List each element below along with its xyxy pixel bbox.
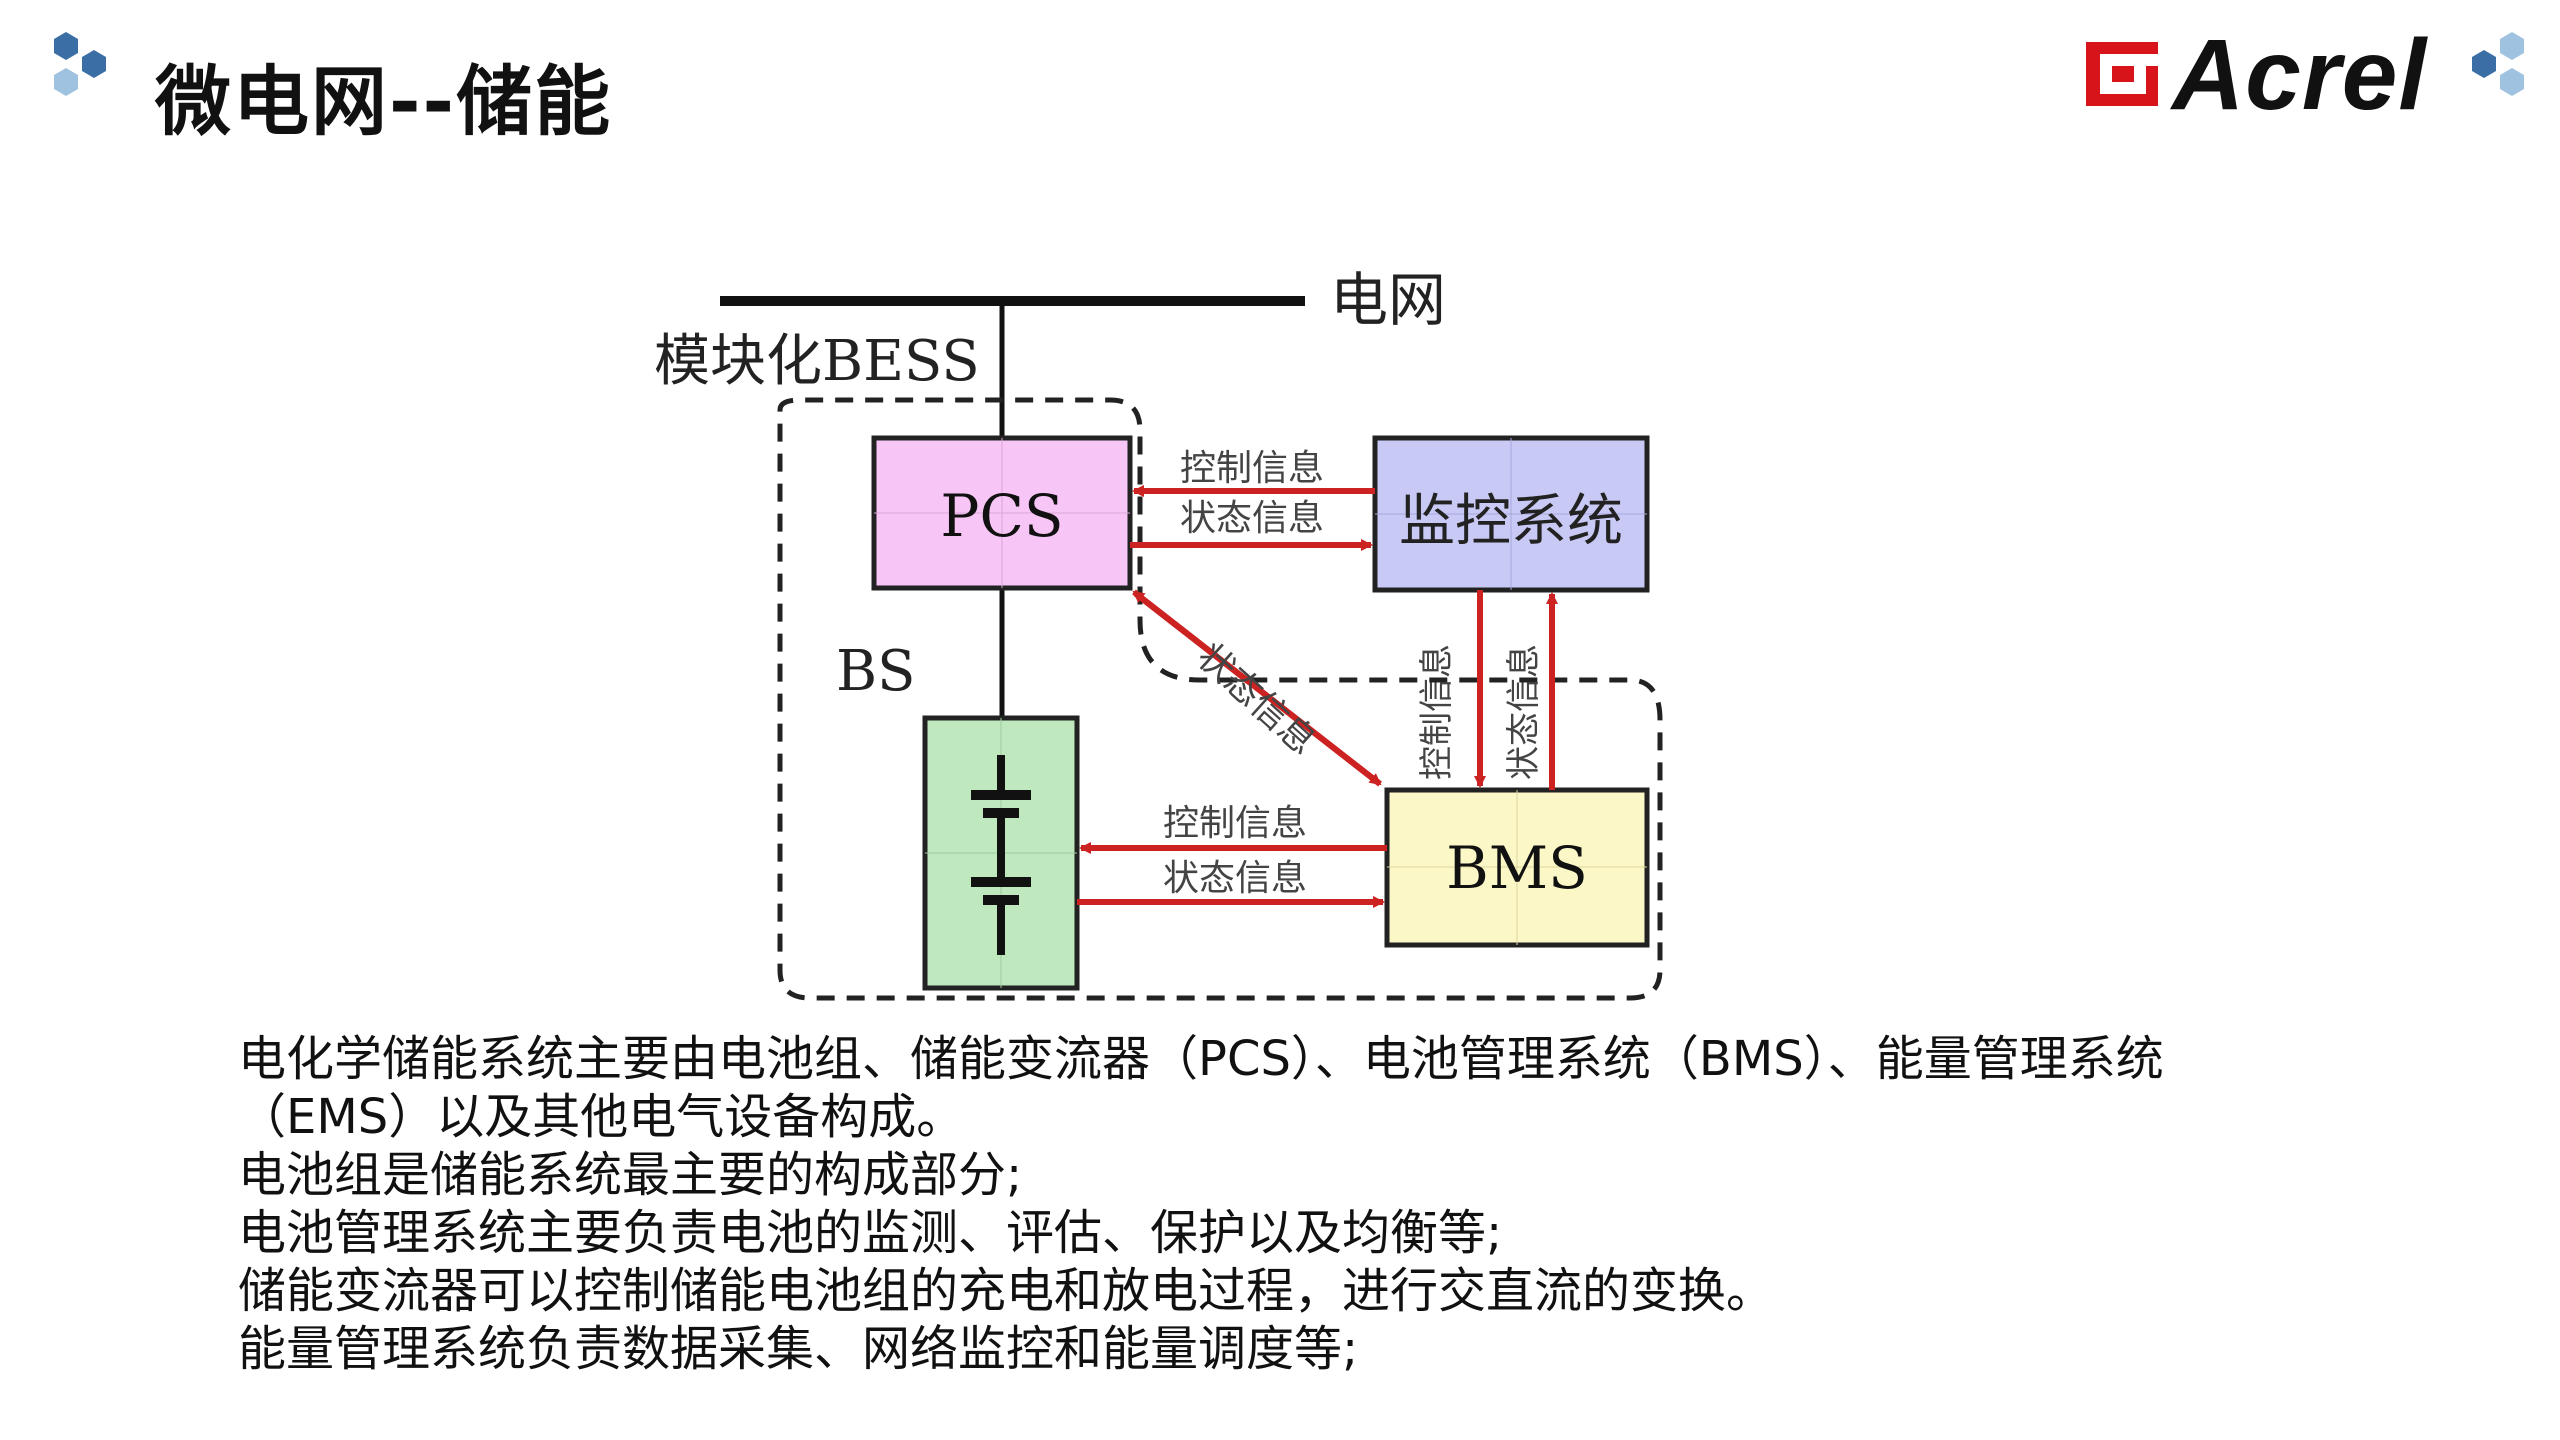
bms-ctrl-info-label: 控制信息 — [1163, 803, 1307, 844]
bess-label: 模块化BESS — [654, 329, 980, 394]
description-line: 电化学储能系统主要由电池组、储能变流器（PCS）、电池管理系统（BMS）、能量管… — [238, 1031, 2164, 1087]
pcs-ctrl-info-label: 控制信息 — [1180, 448, 1324, 489]
vertical-ctrl-info-label: 控制信息 — [1417, 644, 1457, 780]
bms-state-info-label: 状态信息 — [1163, 858, 1307, 899]
monitor-label: 监控系统 — [1399, 489, 1623, 554]
diag-state-info-label: 状态信息 — [1189, 636, 1323, 763]
hexagon-logo-icon — [54, 32, 106, 96]
vertical-state-info-label: 状态信息 — [1504, 644, 1544, 780]
pcs-label: PCS — [940, 482, 1063, 550]
diag-state-arrow-back — [1132, 589, 1382, 787]
page-title: 微电网--储能 — [155, 57, 613, 146]
bms-label: BMS — [1446, 834, 1588, 902]
grid-label: 电网 — [1330, 266, 1446, 334]
description-line: 能量管理系统负责数据采集、网络监控和能量调度等; — [238, 1321, 1359, 1377]
description-line: 电池组是储能系统最主要的构成部分; — [238, 1147, 1023, 1203]
pcs-state-info-label: 状态信息 — [1180, 498, 1324, 539]
brand-name: Acrel — [2172, 19, 2428, 131]
bs-label: BS — [836, 639, 916, 704]
battery-cell-icon — [971, 755, 1031, 955]
description-line: （EMS）以及其他电气设备构成。 — [238, 1089, 965, 1145]
acrel-logo-icon — [2086, 42, 2158, 106]
bess-diagram: 电网 模块化BESS PCS 监控系统 控制信息 状态信息 BS BMS 控制信… — [654, 266, 1663, 1001]
bess-boundary — [777, 397, 1663, 1001]
description-block: 电化学储能系统主要由电池组、储能变流器（PCS）、电池管理系统（BMS）、能量管… — [238, 1030, 2438, 1378]
hexagon-brand-icon — [2472, 32, 2524, 96]
description-line: 储能变流器可以控制储能电池组的充电和放电过程，进行交直流的变换。 — [238, 1263, 1775, 1319]
description-line: 电池管理系统主要负责电池的监测、评估、保护以及均衡等; — [238, 1205, 1503, 1261]
